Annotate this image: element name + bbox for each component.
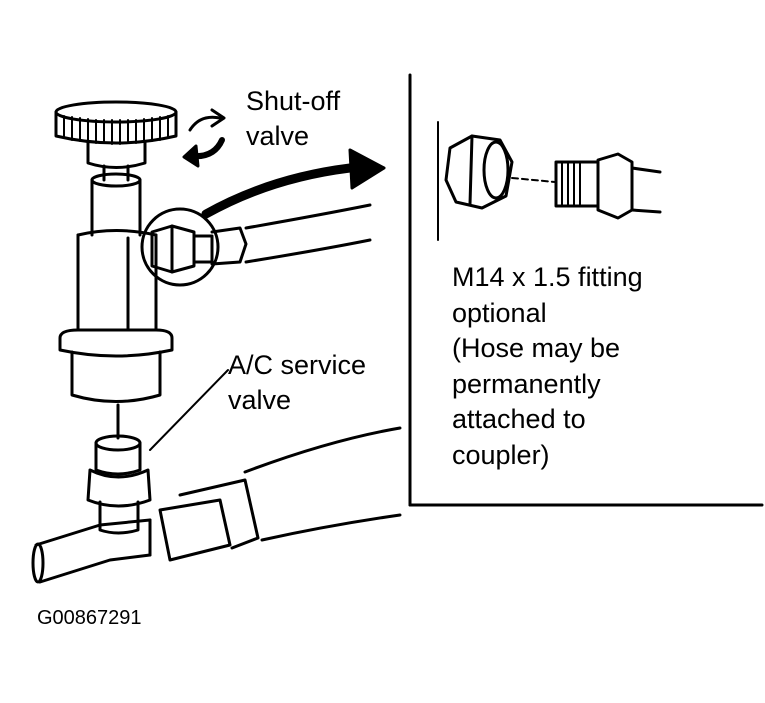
fitting-note-line: permanently <box>452 368 601 399</box>
refrigerant-line <box>31 426 402 584</box>
side-port-fitting <box>140 203 372 287</box>
service-valve-leader <box>149 369 229 451</box>
fitting-note-line: (Hose may be <box>452 333 621 363</box>
fitting-note: M14 x 1.5 fitting optional (Hose may be … <box>452 260 643 473</box>
inset-fitting-detail <box>437 121 662 241</box>
detail-inset-box <box>408 73 764 507</box>
ac-service-valve <box>86 434 152 535</box>
service-valve-label-line2: valve <box>228 385 292 415</box>
valve-body <box>58 172 174 440</box>
shutoff-knob <box>54 100 178 182</box>
service-valve-label-line1: A/C service <box>228 350 367 380</box>
fitting-note-line: coupler) <box>452 439 550 470</box>
fitting-note-line: optional <box>452 297 547 328</box>
detail-arrow <box>201 148 386 219</box>
figure-id: G00867291 <box>37 607 142 629</box>
rotation-arrow-icon <box>182 108 226 168</box>
fitting-note-line: M14 x 1.5 fitting <box>452 262 643 292</box>
shutoff-valve-label-line1: Shut-off <box>246 86 341 116</box>
shutoff-valve-label-line2: valve <box>246 121 310 151</box>
fitting-note-line: attached to <box>452 404 586 434</box>
